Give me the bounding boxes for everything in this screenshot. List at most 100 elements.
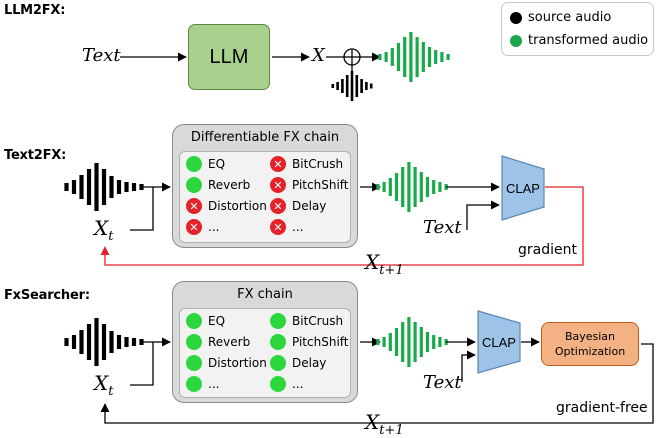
fx-disabled-icon: ✕ bbox=[270, 219, 286, 235]
fxsearcher-fx-item: EQ bbox=[186, 313, 225, 329]
legend-item-source: source audio bbox=[510, 10, 611, 25]
fxsearcher-next-var-sub: t+1 bbox=[379, 423, 404, 438]
fxsearcher-text-input: Text bbox=[423, 372, 462, 393]
fxsearcher-xt-wire bbox=[130, 342, 154, 386]
text2fx-fx-item: ✕... bbox=[270, 219, 303, 235]
bayesian-line1: Bayesian bbox=[564, 330, 616, 343]
llm2fx-text-input: Text bbox=[82, 45, 121, 66]
fxsearcher-input-var-sub: t bbox=[108, 384, 114, 399]
fx-enabled-icon bbox=[270, 355, 286, 371]
fxsearcher-text-clap-arrow bbox=[461, 350, 476, 382]
fxsearcher-fx-label: Delay bbox=[292, 356, 327, 370]
fxsearcher-input-var: Xt bbox=[94, 371, 113, 399]
fx-enabled-icon bbox=[186, 156, 202, 172]
fx-enabled-icon bbox=[186, 177, 202, 193]
llm2fx-title: LLM2FX: bbox=[4, 3, 66, 18]
legend-item-transformed: transformed audio bbox=[510, 33, 648, 48]
text2fx-fx-label: ... bbox=[292, 220, 304, 234]
text2fx-fx-item: EQ bbox=[186, 156, 225, 172]
fxsearcher-fx-item: ... bbox=[270, 376, 303, 392]
fxsearcher-fx-item: Reverb bbox=[186, 334, 250, 350]
llm2fx-output-var: X bbox=[312, 45, 325, 66]
text2fx-next-var-base: X bbox=[365, 250, 380, 274]
text2fx-clap-encoder: CLAP bbox=[501, 155, 545, 221]
llm-box: LLM bbox=[188, 24, 270, 90]
text2fx-next-var: Xt+1 bbox=[365, 250, 404, 278]
fx-disabled-icon: ✕ bbox=[270, 156, 286, 172]
text2fx-fx-item: ✕ BitCrush bbox=[270, 156, 343, 172]
text2fx-title: Text2FX: bbox=[4, 148, 67, 163]
fxsearcher-title: FxSearcher: bbox=[4, 288, 90, 303]
legend-source-label: source audio bbox=[528, 10, 612, 25]
fxsearcher-fx-label: ... bbox=[208, 377, 220, 391]
text2fx-fx-label: Distortion bbox=[208, 199, 267, 213]
fxsearcher-feedback-arrow bbox=[100, 343, 654, 424]
fxsearcher-fx-item: PitchShift bbox=[270, 334, 349, 350]
text2fx-text-input: Text bbox=[423, 217, 462, 238]
fxsearcher-clap-label: CLAP bbox=[482, 335, 516, 350]
text2fx-next-var-sub: t+1 bbox=[379, 263, 404, 278]
fxsearcher-clap-encoder: CLAP bbox=[477, 310, 521, 374]
bayesian-line2: Optimization bbox=[554, 345, 626, 358]
llm2fx-transformed-waveform bbox=[378, 32, 450, 82]
text2fx-transformed-waveform bbox=[376, 162, 448, 212]
fxsearcher-fx-label: ... bbox=[292, 377, 304, 391]
fx-disabled-icon: ✕ bbox=[186, 198, 202, 214]
fx-disabled-icon: ✕ bbox=[270, 198, 286, 214]
text2fx-gradient-arrow bbox=[100, 186, 584, 266]
text2fx-source-waveform bbox=[64, 163, 144, 211]
fxsearcher-feedback-label: gradient-free bbox=[556, 400, 648, 416]
fx-enabled-icon bbox=[186, 334, 202, 350]
fxsearcher-fx-label: EQ bbox=[208, 314, 226, 328]
fxsearcher-input-var-base: X bbox=[94, 371, 109, 395]
fx-enabled-icon bbox=[186, 313, 202, 329]
fx-enabled-icon bbox=[270, 376, 286, 392]
text2fx-input-var-sub: t bbox=[108, 229, 114, 244]
fxsearcher-next-var-base: X bbox=[365, 410, 380, 434]
fxsearcher-fx-label: BitCrush bbox=[292, 314, 344, 328]
text2fx-text-clap-arrow bbox=[466, 200, 500, 230]
bayesian-optimization-box: Bayesian Optimization bbox=[541, 322, 639, 366]
fxsearcher-fx-item: BitCrush bbox=[270, 313, 343, 329]
text2fx-fx-item: ✕... bbox=[186, 219, 219, 235]
fx-disabled-icon: ✕ bbox=[186, 219, 202, 235]
text2fx-feedback-label: gradient bbox=[518, 242, 577, 258]
text2fx-fx-label: EQ bbox=[208, 157, 226, 171]
text2fx-fx-label: PitchShift bbox=[292, 178, 349, 192]
text2fx-fx-label: Reverb bbox=[208, 178, 251, 192]
text2fx-fx-label: ... bbox=[208, 220, 220, 234]
text2fx-fx-item: ✕ Distortion bbox=[186, 198, 267, 214]
fxsearcher-next-var: Xt+1 bbox=[365, 410, 404, 438]
text2fx-fx-label: BitCrush bbox=[292, 157, 344, 171]
source-dot-icon bbox=[510, 11, 522, 24]
text2fx-fx-item: ✕Delay bbox=[270, 198, 326, 214]
fx-disabled-icon: ✕ bbox=[270, 177, 286, 193]
fxsearcher-fx-label: Distortion bbox=[208, 356, 267, 370]
fxsearcher-fx-item: Distortion bbox=[186, 355, 267, 371]
fxsearcher-fx-item: ... bbox=[186, 376, 219, 392]
text2fx-input-var-base: X bbox=[94, 216, 109, 240]
fxsearcher-fx-label: PitchShift bbox=[292, 335, 349, 349]
fxsearcher-source-waveform bbox=[64, 318, 144, 366]
fxsearcher-fx-label: Reverb bbox=[208, 335, 251, 349]
text2fx-fx-item: Reverb bbox=[186, 177, 250, 193]
legend: source audio transformed audio bbox=[501, 2, 654, 56]
fx-enabled-icon bbox=[270, 334, 286, 350]
text2fx-clap-label: CLAP bbox=[506, 181, 540, 196]
text2fx-xt-wire bbox=[130, 187, 154, 231]
fx-enabled-icon bbox=[186, 376, 202, 392]
text2fx-input-var: Xt bbox=[94, 216, 113, 244]
fxsearcher-transformed-waveform bbox=[376, 317, 448, 367]
fxsearcher-fx-item: Delay bbox=[270, 355, 326, 371]
llm-label: LLM bbox=[209, 45, 249, 68]
fx-enabled-icon bbox=[186, 355, 202, 371]
llm2fx-source-waveform bbox=[331, 71, 373, 101]
fx-enabled-icon bbox=[270, 313, 286, 329]
fxsearcher-chain-title: FX chain bbox=[237, 287, 293, 302]
